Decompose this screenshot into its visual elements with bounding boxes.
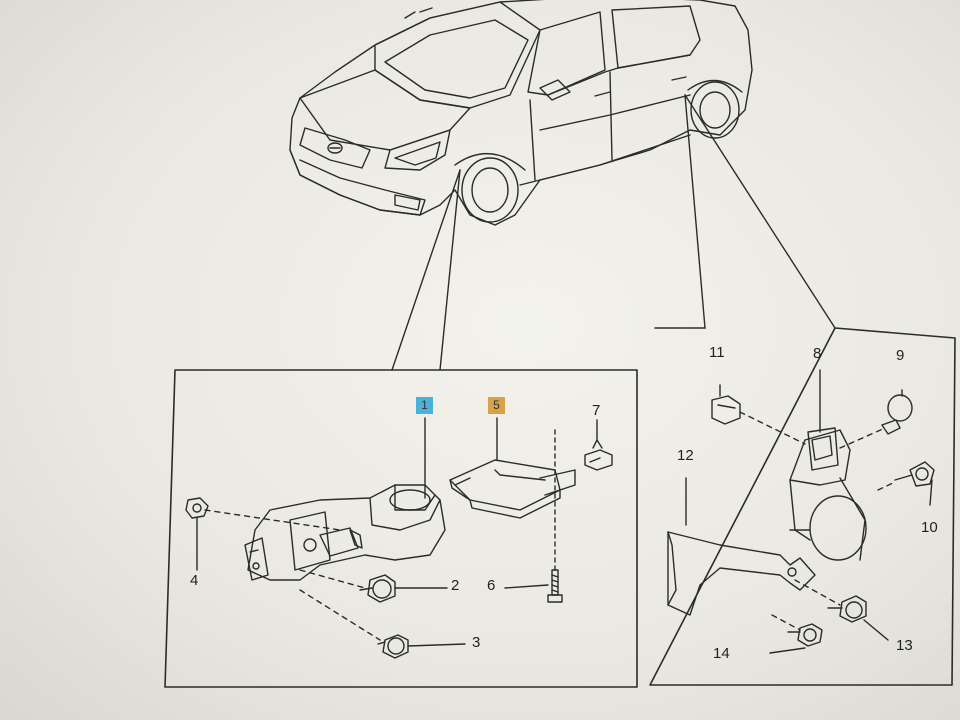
callout-12: 12: [677, 447, 694, 464]
left-detail-box: [164, 369, 638, 688]
callout-8: 8: [813, 345, 822, 362]
car-illustration: [289, 0, 753, 226]
callout-2: 2: [451, 577, 460, 594]
callout-11: 11: [709, 344, 725, 361]
leader-lines: [391, 94, 836, 371]
callout-9: 9: [896, 347, 905, 364]
callout-1-badge: 1: [416, 397, 433, 414]
right-detail-box: [649, 327, 956, 686]
callout-3: 3: [472, 634, 481, 651]
callout-7: 7: [592, 402, 601, 419]
callout-10: 10: [921, 519, 938, 536]
callout-14: 14: [713, 645, 730, 662]
callout-13: 13: [896, 637, 913, 654]
callout-4: 4: [190, 572, 199, 589]
callout-5-badge: 5: [488, 397, 505, 414]
callout-6: 6: [487, 577, 496, 594]
